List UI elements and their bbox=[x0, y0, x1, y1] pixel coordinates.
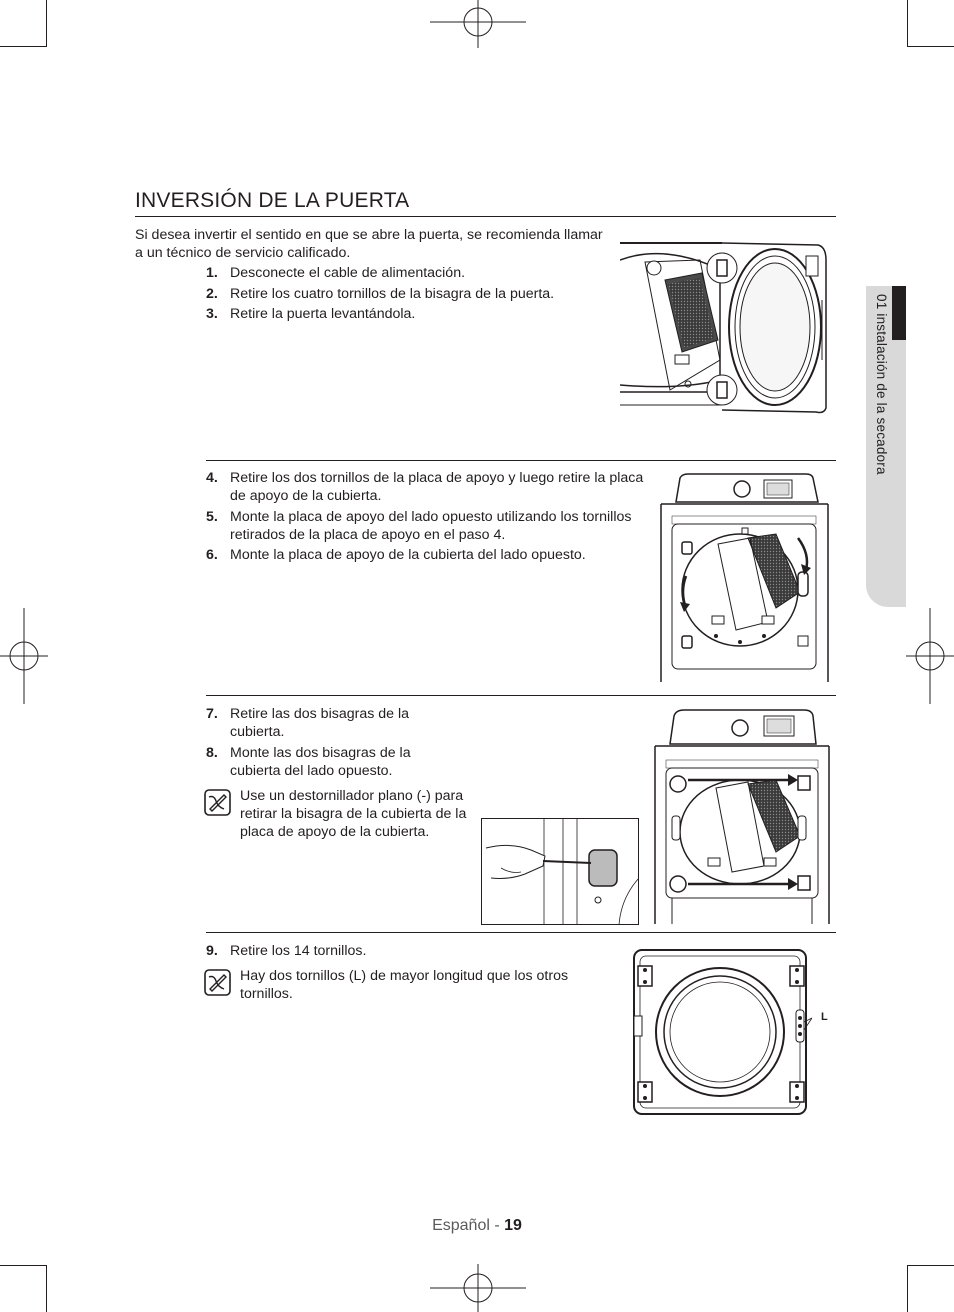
chapter-tab-label: 01 instalación de la secadora bbox=[874, 294, 889, 475]
crop-mark bbox=[46, 0, 47, 47]
door-screws-illustration bbox=[633, 949, 812, 1115]
hinge-relocation-illustration bbox=[654, 709, 830, 924]
step-number: 4. bbox=[206, 470, 218, 486]
step-number: 1. bbox=[206, 265, 218, 281]
note-text: Use un destornillador plano (-) para ret… bbox=[240, 788, 467, 840]
step-number: 5. bbox=[206, 508, 218, 525]
step-number: 8. bbox=[206, 744, 218, 761]
chapter-tab-marker bbox=[892, 286, 906, 340]
screwdriver-inset-illustration bbox=[481, 818, 639, 925]
list-item: 3. Retire la puerta levantándola. bbox=[206, 305, 596, 323]
list-item: 4. Retire los dos tornillos de la placa d… bbox=[206, 469, 651, 505]
step-text: Monte la placa de apoyo de la cubierta d… bbox=[230, 547, 586, 563]
title-underline bbox=[135, 216, 836, 217]
door-removal-illustration bbox=[620, 242, 827, 414]
pencil-note-icon bbox=[204, 969, 231, 996]
crop-mark bbox=[907, 1265, 954, 1266]
page-number: 19 bbox=[504, 1217, 522, 1234]
list-item: 2. Retire los cuatro tornillos de la bisa… bbox=[206, 285, 596, 303]
steps-list-2: 4. Retire los dos tornillos de la placa d… bbox=[206, 469, 651, 567]
page-title: INVERSIÓN DE LA PUERTA bbox=[135, 189, 410, 212]
page-footer: Español - 19 bbox=[0, 1217, 954, 1235]
crop-mark bbox=[0, 46, 47, 47]
step-number: 3. bbox=[206, 306, 218, 322]
step-text: Retire los 14 tornillos. bbox=[230, 943, 367, 959]
step-number: 2. bbox=[206, 285, 218, 302]
list-item: 5. Monte la placa de apoyo del lado opues… bbox=[206, 508, 651, 544]
note-text: Hay dos tornillos (L) de mayor longitud … bbox=[240, 968, 569, 1002]
list-item: 9. Retire los 14 tornillos. bbox=[206, 942, 586, 960]
crop-mark bbox=[907, 1265, 908, 1312]
screw-length-label: L bbox=[821, 1011, 828, 1023]
steps-list-1: 1. Desconecte el cable de alimentación. 2… bbox=[206, 264, 596, 326]
step-number: 7. bbox=[206, 706, 218, 722]
section-divider bbox=[206, 460, 836, 461]
crop-mark bbox=[907, 0, 908, 47]
step-text: Retire los cuatro tornillos de la bisagr… bbox=[230, 285, 555, 302]
footer-language: Español - bbox=[432, 1217, 505, 1234]
section-divider bbox=[206, 932, 836, 933]
step-text: Retire la puerta levantándola. bbox=[230, 306, 416, 322]
intro-text: Si desea invertir el sentido en que se a… bbox=[135, 227, 603, 261]
steps-list-4: 9. Retire los 14 tornillos. bbox=[206, 942, 586, 963]
step-text: Monte la placa de apoyo del lado opuesto… bbox=[230, 508, 632, 543]
step-number: 6. bbox=[206, 547, 218, 563]
list-item: 6. Monte la placa de apoyo de la cubierta… bbox=[206, 546, 651, 564]
step-text: Desconecte el cable de alimentación. bbox=[230, 265, 466, 281]
registration-mark-icon bbox=[0, 608, 48, 704]
crop-mark bbox=[46, 1265, 47, 1312]
registration-mark-icon bbox=[430, 1264, 526, 1312]
list-item: 8. Monte las dos bisagras de la cubierta … bbox=[206, 744, 428, 780]
list-item: 1. Desconecte el cable de alimentación. bbox=[206, 264, 596, 282]
step-text: Retire las dos bisagras de la cubierta. bbox=[230, 706, 410, 740]
list-item: 7. Retire las dos bisagras de la cubierta… bbox=[206, 705, 428, 741]
step-text: Retire los dos tornillos de la placa de … bbox=[230, 470, 644, 504]
crop-mark bbox=[907, 46, 954, 47]
steps-list-3: 7. Retire las dos bisagras de la cubierta… bbox=[206, 705, 428, 782]
pencil-note-icon bbox=[204, 789, 231, 816]
registration-mark-icon bbox=[430, 0, 526, 48]
step-text: Monte las dos bisagras de la cubierta de… bbox=[230, 744, 411, 779]
crop-mark bbox=[0, 1265, 47, 1266]
section-divider bbox=[206, 695, 836, 696]
step-number: 9. bbox=[206, 943, 218, 959]
registration-mark-icon bbox=[906, 608, 954, 704]
backing-plate-illustration bbox=[660, 473, 829, 682]
